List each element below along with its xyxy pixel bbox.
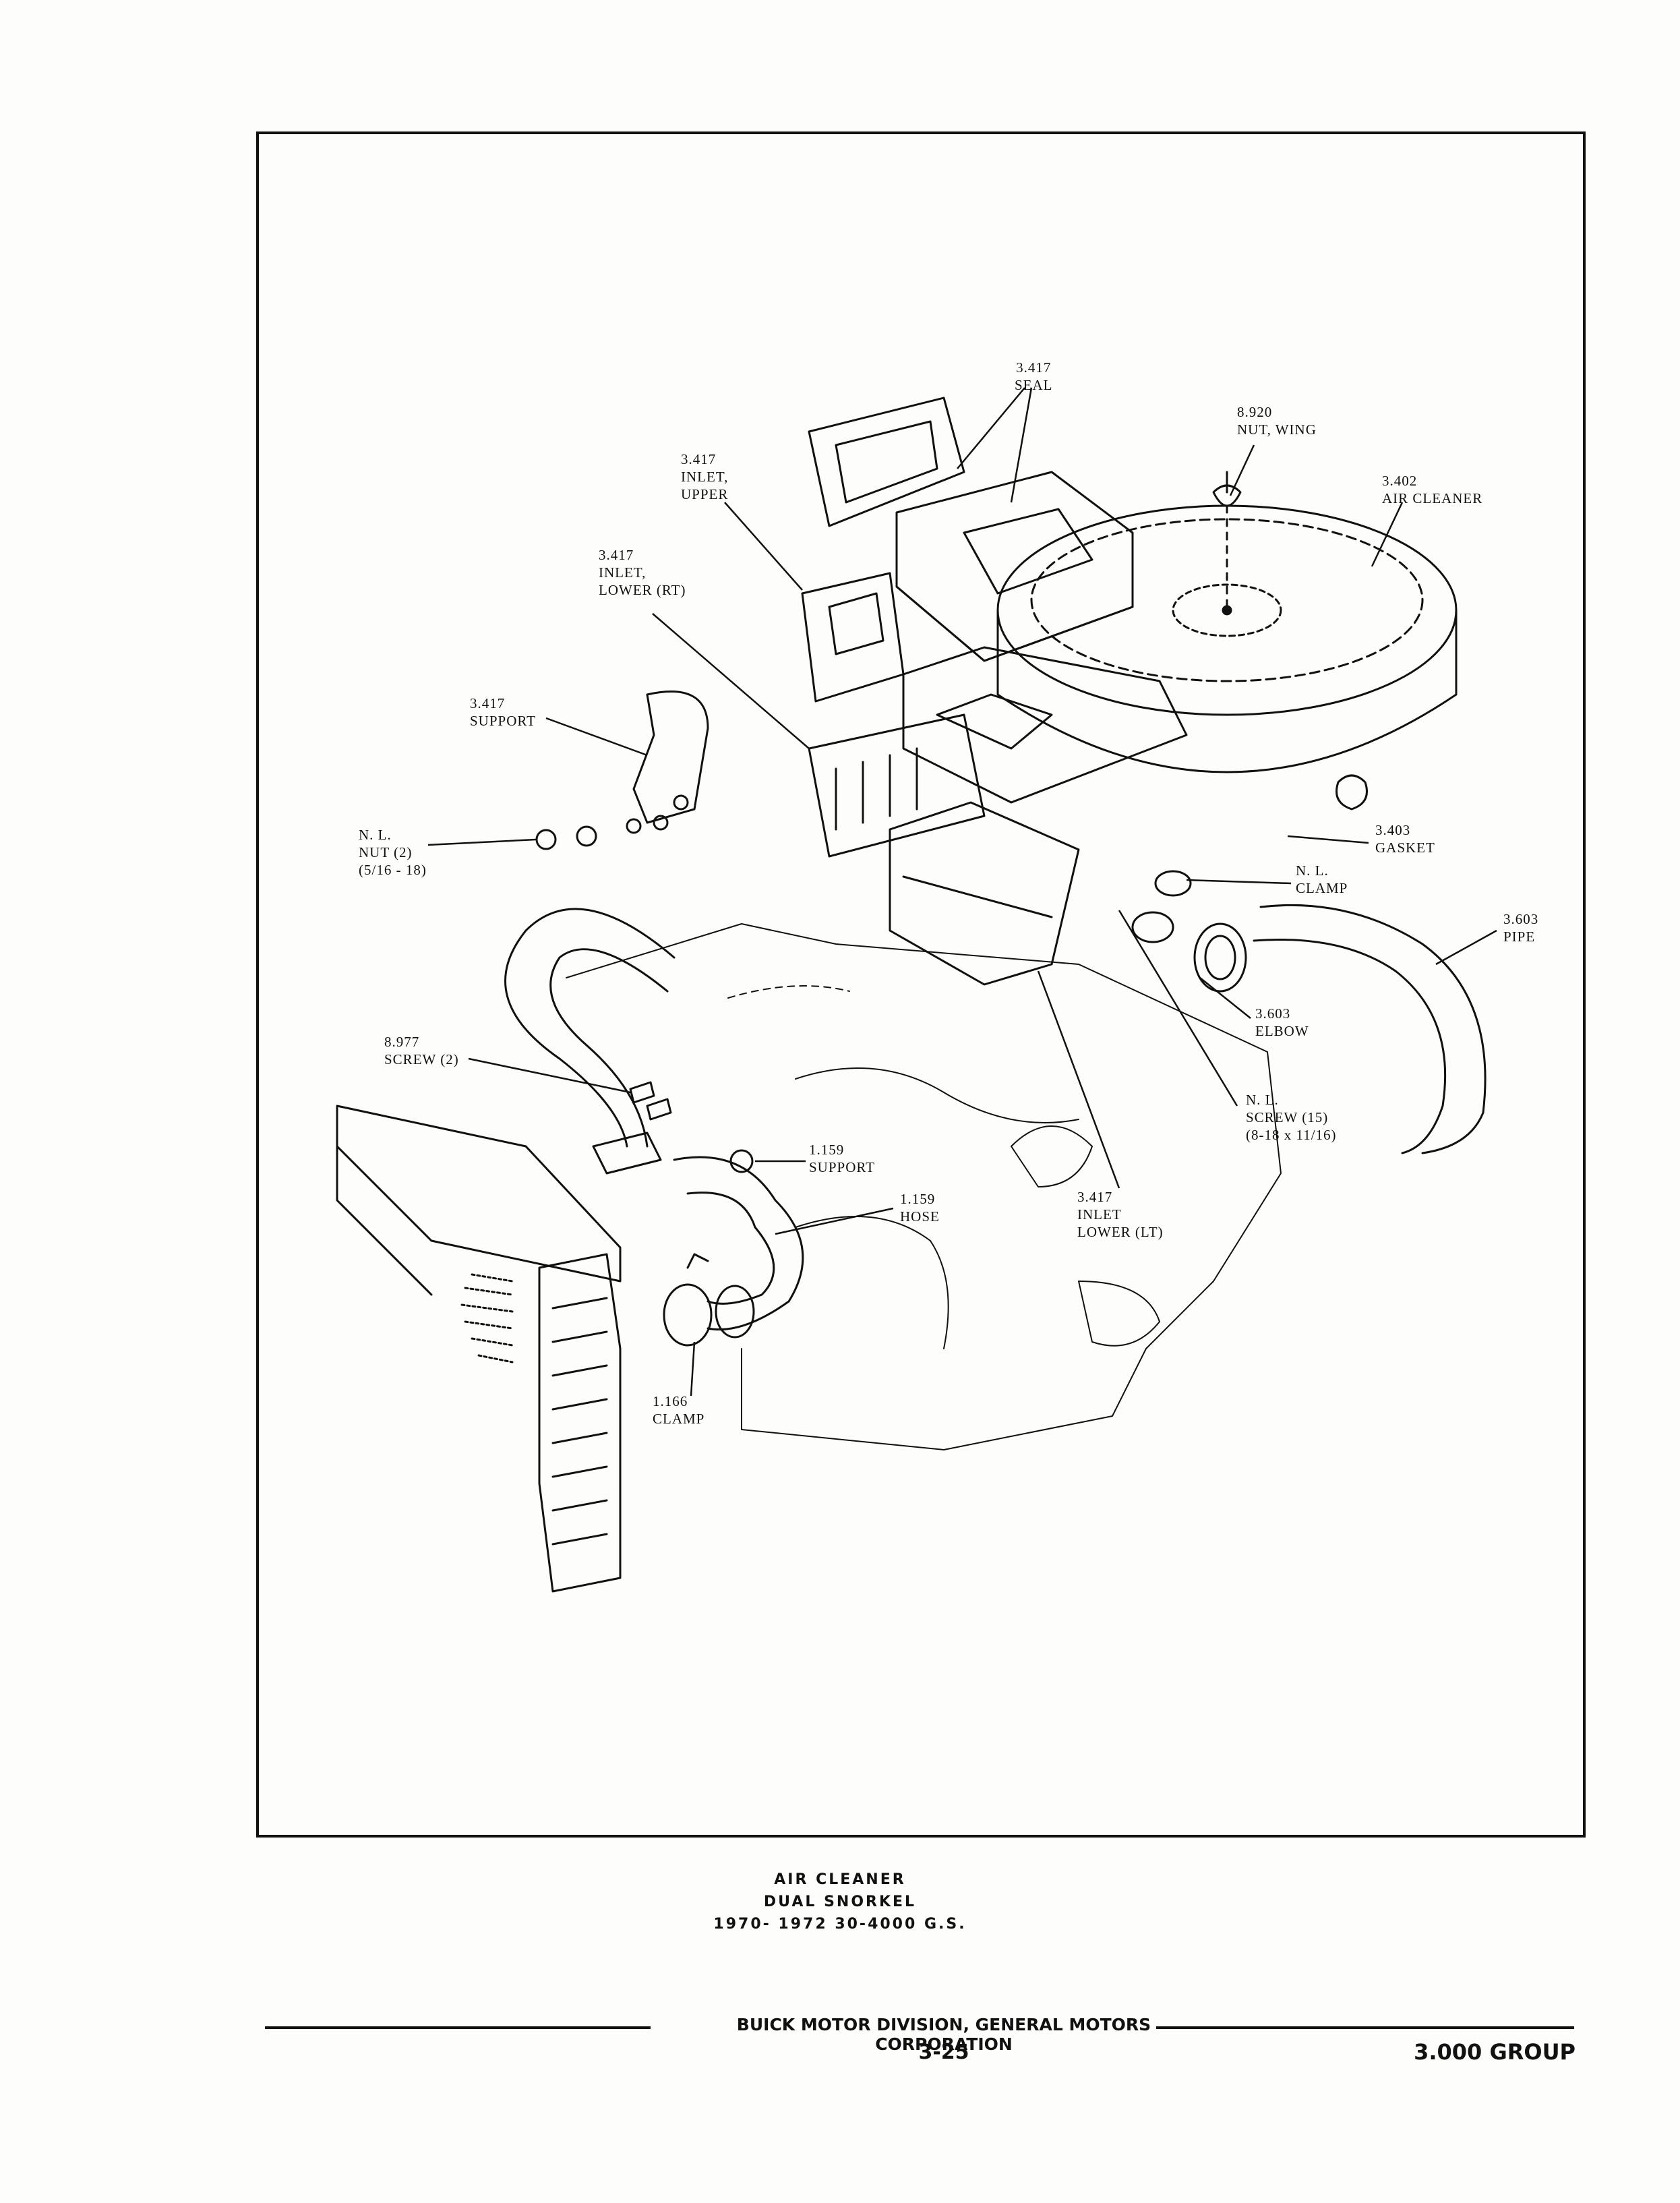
callout-support-3417: 3.417 SUPPORT	[470, 695, 536, 729]
caption-line-2: DUAL SNORKEL	[763, 1893, 917, 1910]
footer-rule-left	[265, 2026, 651, 2029]
screws-drawing	[629, 1081, 672, 1121]
callout-inlet-upper: 3.417 INLET, UPPER	[681, 451, 729, 502]
callout-nut-wing: 8.920 NUT, WING	[1237, 404, 1317, 438]
callout-nl-nut: N. L. NUT (2) (5/16 - 18)	[359, 827, 427, 878]
footer-rule-right	[1156, 2026, 1574, 2029]
callout-clamp-1166: 1.166 CLAMP	[653, 1393, 705, 1427]
leader-lines	[427, 387, 1497, 1397]
support-bracket-drawing	[632, 691, 709, 824]
page-number: 3-25	[918, 2040, 969, 2064]
callout-air-cleaner: 3.402 AIR CLEANER	[1382, 473, 1483, 506]
callout-hose: 1.159 HOSE	[900, 1191, 940, 1225]
wing-nut-drawing	[1212, 471, 1242, 507]
callout-support-1159: 1.159 SUPPORT	[809, 1142, 875, 1175]
callout-nl-clamp: N. L. CLAMP	[1296, 862, 1348, 896]
callout-screw-2: 8.977 SCREW (2)	[384, 1034, 459, 1067]
hose-drawing	[504, 908, 804, 1331]
callout-inlet-lower-rt: 3.417 INLET, LOWER (RT)	[599, 547, 686, 598]
caption-line-1: AIR CLEANER	[774, 1871, 906, 1888]
seal-drawing	[808, 396, 1134, 662]
callout-inlet-lower-lt: 3.417 INLET LOWER (LT)	[1077, 1189, 1164, 1240]
callout-nl-screw: N. L. SCREW (15) (8-18 x 11/16)	[1246, 1092, 1337, 1143]
callout-elbow: 3.603 ELBOW	[1255, 1005, 1309, 1039]
callout-gasket: 3.403 GASKET	[1375, 822, 1435, 856]
inlet-drawing	[801, 572, 1188, 986]
footer-publisher: BUICK MOTOR DIVISION, GENERAL MOTORS COR…	[736, 2015, 1151, 2054]
footer-group: 3.000 GROUP	[1414, 2039, 1576, 2065]
nuts-drawing	[535, 815, 669, 850]
radiator-drawing	[336, 1105, 622, 1593]
callout-pipe: 3.603 PIPE	[1503, 911, 1539, 945]
caption-line-3: 1970- 1972 30-4000 G.S.	[713, 1916, 967, 1933]
illustration-frame	[256, 131, 1586, 1838]
pipe-drawing	[1131, 870, 1487, 1154]
hose-clamp-drawing	[663, 1253, 755, 1347]
support-ring-drawing	[729, 1149, 754, 1173]
engine-drawing	[566, 923, 1282, 1450]
air-cleaner-drawing	[996, 504, 1458, 811]
callout-seal: 3.417 SEAL	[1015, 359, 1053, 393]
